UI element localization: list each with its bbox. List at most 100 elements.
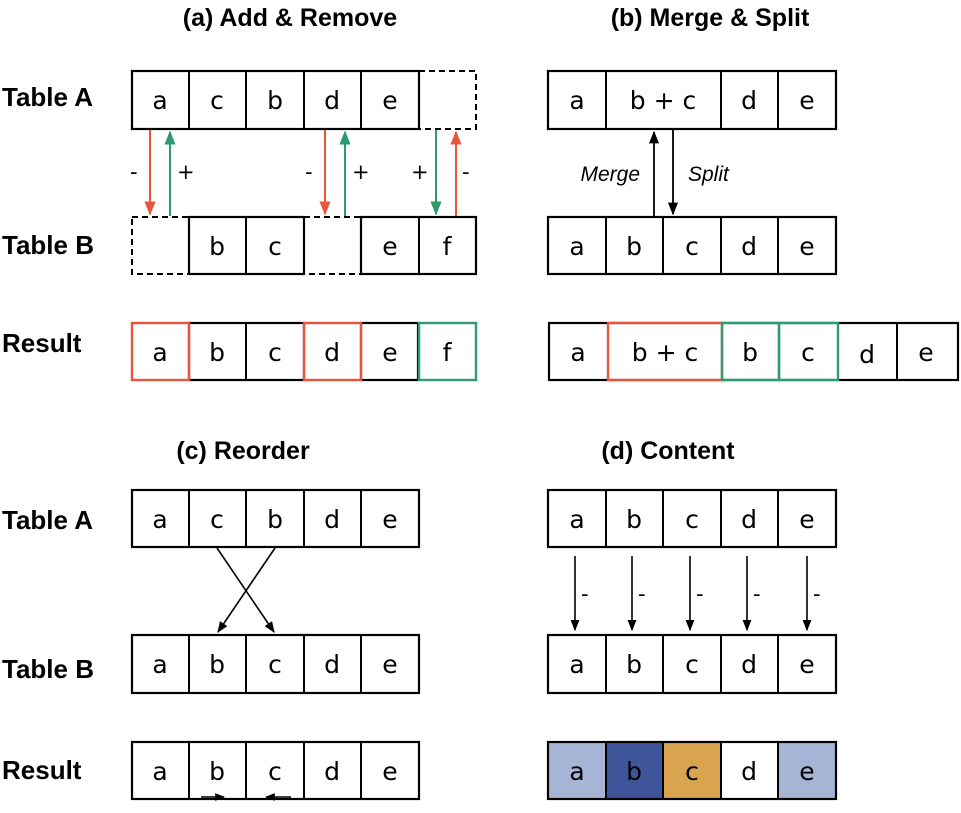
cell: c <box>268 757 282 786</box>
panel-c-table-b: a b c d e <box>130 633 421 695</box>
panel-b-table-a: a b + c d e <box>546 69 838 131</box>
cell: a <box>152 650 167 679</box>
cell: e <box>382 505 397 534</box>
panel-a-result: a b c d e f <box>130 321 478 382</box>
change-mark: - <box>753 582 761 606</box>
cell: f <box>443 338 453 367</box>
change-mark: - <box>813 582 821 606</box>
changed-cell-light <box>778 742 836 799</box>
cell: e <box>799 505 814 534</box>
cell: c <box>210 86 224 115</box>
cell: d <box>324 650 340 679</box>
cell: b <box>209 650 225 679</box>
cell: a <box>569 505 584 534</box>
change-mark: - <box>696 582 704 606</box>
panel-d-table-b: a b c d e <box>546 633 838 695</box>
added-cell <box>417 321 478 382</box>
removed-cell <box>130 321 191 382</box>
cell: c <box>801 338 815 367</box>
panel-d-table-a: a b c d e <box>546 488 838 549</box>
cell: a <box>569 232 584 261</box>
minus-sign: - <box>305 160 313 184</box>
split-result-cell <box>777 321 840 382</box>
cell: a <box>569 650 584 679</box>
cell: e <box>799 757 814 786</box>
cell: c <box>268 650 282 679</box>
cell: c <box>268 338 282 367</box>
empty-slot-cell <box>131 216 190 275</box>
cell: b <box>626 757 642 786</box>
cell: d <box>741 232 757 261</box>
table-outline <box>546 633 838 695</box>
cell: a <box>152 86 167 115</box>
panel-c-title: (c) Reorder <box>176 437 310 465</box>
cell: a <box>569 86 584 115</box>
cell: a <box>569 757 584 786</box>
panel-a-arrows: - + - + + - <box>130 130 470 216</box>
plus-sign: + <box>411 160 429 184</box>
cell: a <box>152 338 167 367</box>
panel-c-reorder-arrows <box>216 547 276 633</box>
cell: b <box>267 505 283 534</box>
cell: d <box>741 757 757 786</box>
cell: e <box>382 650 397 679</box>
panel-d-result: a b c d e <box>546 740 838 801</box>
label-table-b-top: Table B <box>2 230 94 260</box>
reorder-arrow <box>217 547 276 633</box>
label-table-a-bottom: Table A <box>2 505 93 535</box>
empty-slot-cell <box>303 216 362 275</box>
cell: d <box>324 505 340 534</box>
reorder-arrow <box>216 547 275 633</box>
table-outline <box>546 488 838 549</box>
cell: c <box>685 232 699 261</box>
removed-cell <box>302 321 363 382</box>
cell: d <box>324 338 340 367</box>
cell: a <box>152 757 167 786</box>
split-label: Split <box>688 163 730 186</box>
cell: d <box>741 505 757 534</box>
cell: e <box>799 650 814 679</box>
table-outline <box>130 740 421 801</box>
panel-b-title: (b) Merge & Split <box>611 4 810 32</box>
cell: b <box>209 757 225 786</box>
cell: a <box>570 338 585 367</box>
panel-b-result: a b + c b c d e <box>547 321 960 382</box>
cell: b <box>267 86 283 115</box>
panel-a-table-a: a c b d e <box>130 69 477 131</box>
changed-cell-light <box>548 742 606 799</box>
table-outline <box>130 488 421 549</box>
cell: c <box>268 232 282 261</box>
minus-sign: - <box>130 160 138 184</box>
cell: e <box>799 232 814 261</box>
cell: e <box>382 757 397 786</box>
cell: c <box>685 505 699 534</box>
table-outline <box>546 69 838 131</box>
cell: e <box>382 232 397 261</box>
cell: d <box>741 86 757 115</box>
cell: b <box>626 505 642 534</box>
panel-d-title: (d) Content <box>601 437 735 465</box>
panel-b-merge-split-arrows: Merge Split <box>580 130 730 216</box>
merge-label: Merge <box>580 163 640 186</box>
change-mark: - <box>638 582 646 606</box>
panel-a-title: (a) Add & Remove <box>183 4 397 32</box>
cell: d <box>324 86 340 115</box>
changed-cell-gold <box>663 742 721 799</box>
cell: a <box>152 505 167 534</box>
minus-sign: - <box>462 160 470 184</box>
panel-d-content-arrows: - - - - - <box>570 556 821 632</box>
panel-b-table-b: a b c d e <box>546 215 838 276</box>
panel-c-table-a: a c b d e <box>130 488 421 549</box>
plus-sign: + <box>352 160 370 184</box>
cell: b <box>209 232 225 261</box>
cell: b <box>626 232 642 261</box>
cell: e <box>918 338 933 367</box>
change-mark: - <box>581 582 589 606</box>
cell: c <box>685 650 699 679</box>
cell: d <box>741 650 757 679</box>
cell: e <box>799 86 814 115</box>
cell: e <box>382 86 397 115</box>
cell: b <box>742 338 758 367</box>
cell: b <box>626 650 642 679</box>
